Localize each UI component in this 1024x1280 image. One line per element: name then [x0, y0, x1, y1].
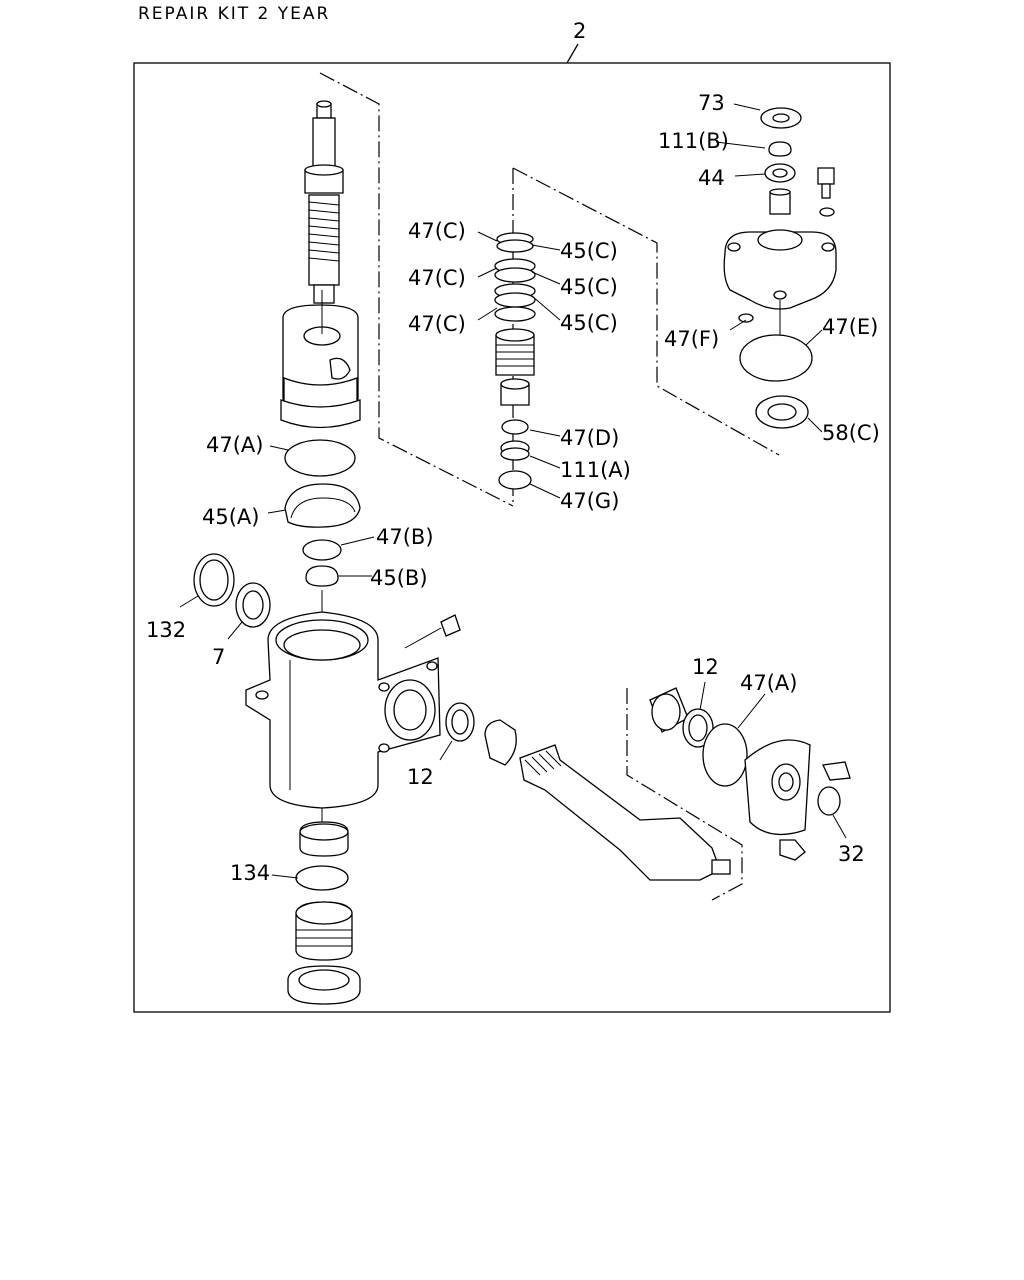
- seal-ring-45a: [284, 483, 361, 528]
- callout-47c-1: 47(C): [408, 219, 466, 243]
- sector-shaft: [519, 744, 731, 881]
- kit-number-label: 2: [573, 19, 586, 43]
- nut-32: [817, 786, 841, 816]
- callout-45c-2: 45(C): [560, 275, 618, 299]
- callout-47a-right: 47(A): [740, 671, 797, 695]
- o-ring-134: [295, 865, 349, 891]
- callout-47c-2: 47(C): [408, 266, 466, 290]
- callout-47c-3: 47(C): [408, 312, 466, 336]
- valve-spool-group: [494, 167, 780, 506]
- input-shaft-assembly: [280, 100, 361, 429]
- callout-132: 132: [146, 618, 186, 642]
- callout-134: 134: [230, 861, 270, 885]
- o-ring-47e: [739, 334, 813, 382]
- callout-47e: 47(E): [822, 315, 878, 339]
- callout-12-left: 12: [407, 765, 434, 789]
- callout-45b: 45(B): [370, 566, 428, 590]
- o-ring-47b: [302, 539, 342, 561]
- callout-44: 44: [698, 166, 725, 190]
- gear-housing: [245, 611, 461, 809]
- callout-73: 73: [698, 91, 725, 115]
- kit-frame: [133, 62, 891, 1013]
- bottom-stack: [287, 808, 361, 1005]
- callout-47f: 47(F): [664, 327, 719, 351]
- callout-labels: 73 111(B) 44 47(C) 45(C) 47(C) 45(C) 47(…: [146, 91, 880, 885]
- valve-cover-group: [723, 107, 837, 429]
- callout-111a: 111(A): [560, 458, 631, 482]
- callout-12-right: 12: [692, 655, 719, 679]
- callout-47g: 47(G): [560, 489, 619, 513]
- o-ring-47a-right: [702, 723, 748, 787]
- kit-number-leader: [566, 43, 579, 64]
- callout-58c: 58(C): [822, 421, 880, 445]
- side-cover-group: [649, 687, 851, 861]
- callout-45c-1: 45(C): [560, 239, 618, 263]
- callout-7: 7: [212, 645, 225, 669]
- callout-32: 32: [838, 842, 865, 866]
- o-ring-47a: [284, 439, 356, 477]
- callout-111b: 111(B): [658, 129, 729, 153]
- callout-leaders: [179, 103, 847, 879]
- seal-ring-45b: [305, 565, 339, 587]
- callout-47d: 47(D): [560, 426, 619, 450]
- callout-45c-3: 45(C): [560, 311, 618, 335]
- page-heading: REPAIR KIT 2 YEAR: [138, 4, 331, 24]
- callout-47a-left: 47(A): [206, 433, 263, 457]
- callout-45a: 45(A): [202, 505, 259, 529]
- callout-47b: 47(B): [376, 525, 434, 549]
